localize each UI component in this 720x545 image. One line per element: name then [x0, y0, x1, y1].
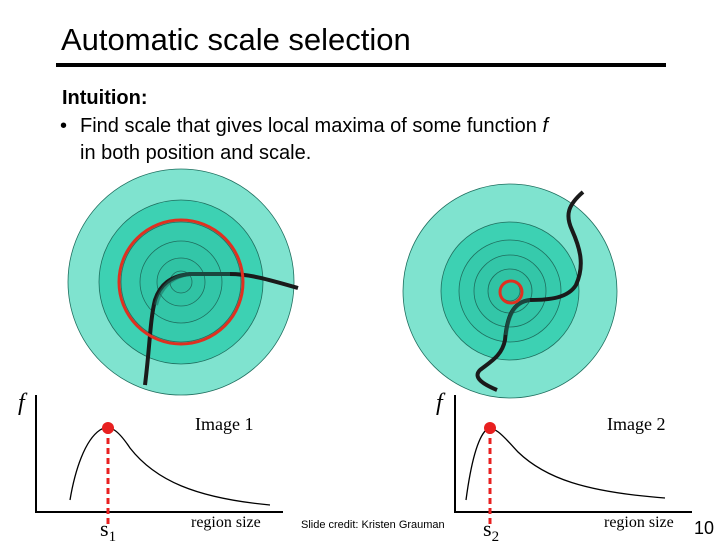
bullet-line-1-text: Find scale that gives local maxima of so…: [80, 115, 543, 137]
plot-2-x-label: region size: [604, 514, 674, 531]
plot-1-max-marker: [102, 422, 114, 434]
plot-2-image-label: Image 2: [607, 414, 666, 434]
plot-2-response-curve: [465, 428, 666, 501]
title-underline: [56, 63, 666, 67]
plot-1-f-label: f: [18, 390, 25, 416]
plot-2-s-label: s2: [483, 516, 500, 545]
image-2-curve-shadow: [504, 298, 531, 336]
plot-2-s-subscript: 2: [491, 529, 500, 545]
plot-1-image-label: Image 1: [195, 414, 254, 434]
page-number: 10: [694, 518, 715, 538]
bullet-marker: •: [60, 115, 68, 137]
bullet-line-2: in both position and scale.: [80, 142, 312, 164]
image-2-selection-circle: [498, 279, 524, 305]
plot-1-s-symbol: s: [100, 516, 109, 541]
intuition-heading: Intuition:: [62, 87, 148, 109]
plot-2-f-label: f: [436, 390, 443, 416]
plot-2-max-marker: [484, 422, 496, 434]
plot-1: [35, 395, 283, 525]
slide-title: Automatic scale selection: [61, 22, 411, 57]
image-1-disks: [67, 168, 295, 396]
plot-1-s-label: s1: [100, 516, 117, 545]
plot-2-s-symbol: s: [483, 516, 492, 541]
plot-2: [454, 395, 692, 525]
plot-1-x-label: region size: [191, 514, 261, 531]
image-1-selection-circle: [117, 218, 245, 346]
bullet-line-1: Find scale that gives local maxima of so…: [80, 113, 680, 140]
image-1-curve-shadow: [154, 272, 230, 306]
slide-credit: Slide credit: Kristen Grauman: [301, 519, 445, 531]
plot-1-response-curve: [69, 427, 271, 506]
bullet-function-f: f: [542, 115, 548, 137]
plot-1-s-subscript: 1: [108, 529, 117, 545]
image-2-disks: [402, 183, 618, 399]
